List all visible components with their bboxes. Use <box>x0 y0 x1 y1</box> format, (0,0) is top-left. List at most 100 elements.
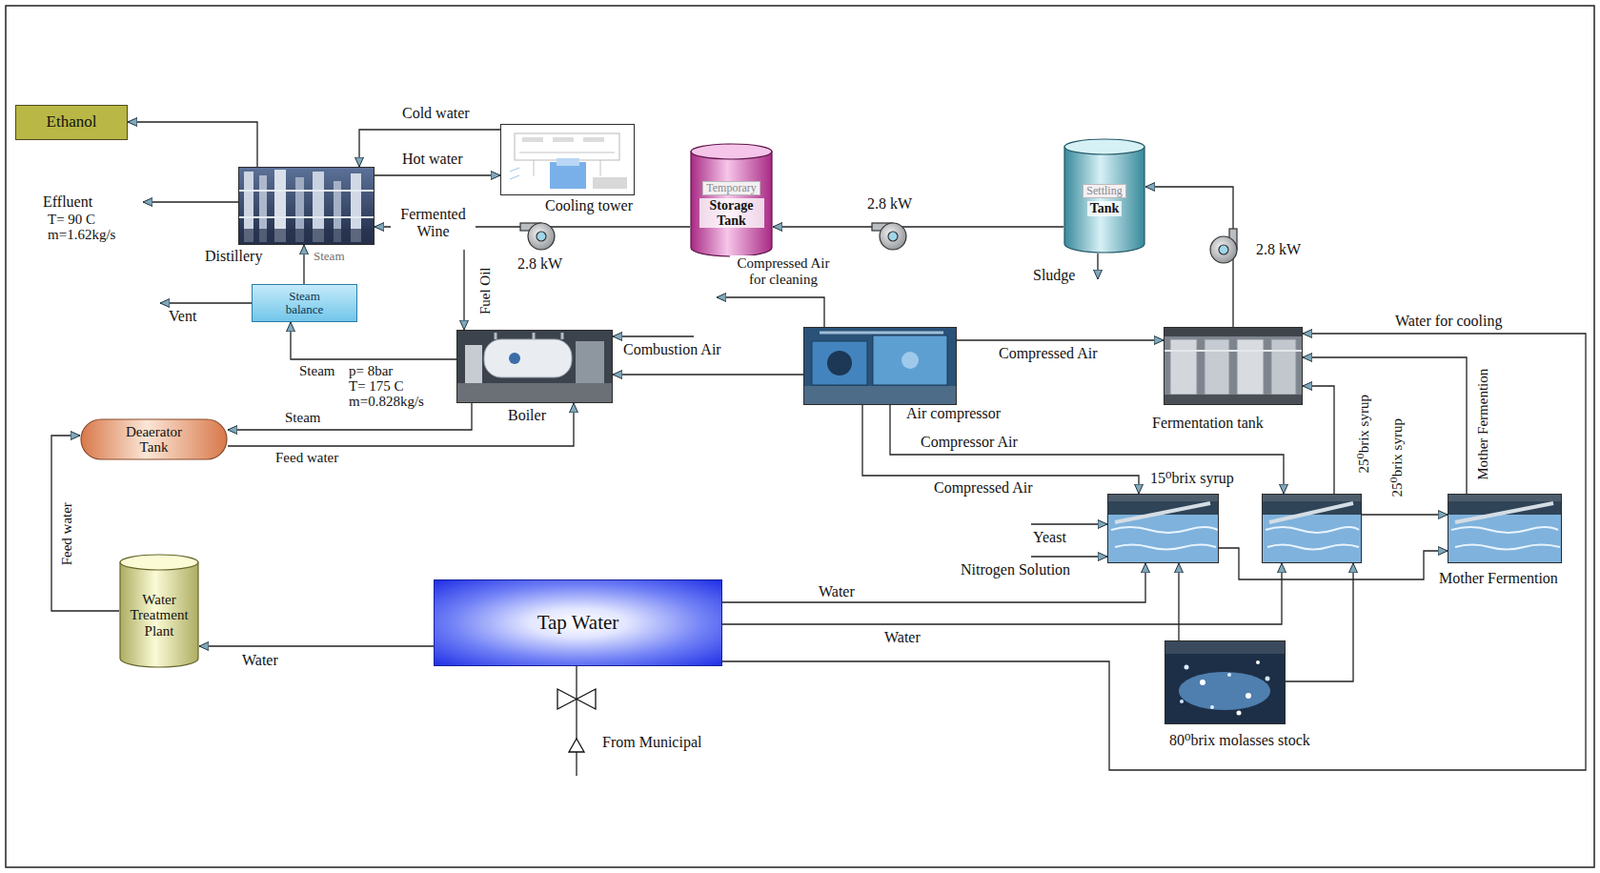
air-compressor-photo <box>803 385 957 406</box>
flow-line <box>1361 513 1448 515</box>
stream-arrows <box>716 297 825 327</box>
fermentation-tank-photo <box>1163 394 1303 406</box>
stream-arrows <box>142 202 1108 776</box>
fermentation-tank-photo <box>1163 326 1303 406</box>
equipment-photo-box <box>1261 493 1362 564</box>
flow-label: 25⁰brix syrup <box>1389 416 1406 499</box>
annotation: Vent <box>166 307 199 325</box>
tank-top <box>120 554 199 570</box>
cooling-tower-drawing <box>514 133 620 161</box>
flow-line <box>722 333 1586 770</box>
node-text-area: Water Treatment Plant <box>119 570 200 660</box>
valve-symbol <box>557 688 596 709</box>
equipment-photo-box: Distillery <box>238 166 375 245</box>
fermentation-tank-photo <box>1163 349 1303 352</box>
molasses-stock-photo <box>1178 671 1271 710</box>
molasses-stock-photo <box>1164 640 1286 725</box>
boiler-photo <box>456 329 613 404</box>
molasses-stock-photo <box>1199 679 1206 686</box>
capsule-body <box>81 419 227 460</box>
flow-label: Compressed Air <box>996 344 1100 363</box>
node-label: Deaerator Tank <box>116 424 193 456</box>
flow-label: Cold water <box>400 104 472 122</box>
equipment-photo-box: Cooling tower <box>500 123 635 196</box>
storage-tank: SettlingTank <box>1063 138 1146 254</box>
node-label: Water Treatment Plant <box>125 591 193 640</box>
equipment-label: Fermentation tank <box>1152 414 1264 432</box>
flow-line <box>127 121 258 167</box>
node-label: Tank <box>1087 201 1123 216</box>
mother-fermentation-photo <box>1455 503 1554 523</box>
node-text-area: Tap Water <box>434 580 722 666</box>
flow-line <box>1302 357 1467 494</box>
distillery-photo <box>238 190 375 218</box>
annotation: Sludge <box>1031 266 1077 284</box>
flow-line <box>1302 385 1335 494</box>
process-box: Ethanol <box>15 104 128 141</box>
node-label: Tap Water <box>537 611 620 634</box>
molasses-stock-photo <box>1164 640 1286 725</box>
boiler-photo <box>575 341 605 384</box>
equipment-label: Boiler <box>507 406 547 425</box>
page-frame <box>5 5 1595 868</box>
valve-symbol <box>557 688 596 752</box>
cooling-tower-drawing <box>583 137 605 142</box>
pump-symbol <box>1218 244 1229 255</box>
flow-line <box>290 322 457 360</box>
equipment-label: Mother Fermention <box>1438 569 1559 588</box>
stream-arrows <box>1096 253 1098 280</box>
annotation: 2.8 kW <box>865 195 914 213</box>
stream-arrows <box>160 302 252 304</box>
tank-body <box>120 562 199 668</box>
pump-symbol <box>871 222 907 250</box>
flow-label: Steam <box>311 249 347 264</box>
node-label: Ethanol <box>46 113 98 132</box>
stream-arrows <box>463 249 465 330</box>
molasses-stock-photo <box>1227 672 1232 677</box>
flow-line <box>722 563 1146 603</box>
cooling-tower-drawing <box>552 137 574 142</box>
stream-arrows <box>575 666 577 776</box>
pump-symbol <box>1210 228 1237 264</box>
node-label: Settling <box>1082 183 1126 199</box>
air-compressor-photo <box>901 351 919 369</box>
equipment-label: Cooling tower <box>545 197 633 215</box>
annotation: 2.8 kW <box>515 255 565 273</box>
pump-symbol <box>527 222 555 250</box>
water-supply-box: Tap Water <box>433 579 723 667</box>
distillery-photo <box>238 166 375 245</box>
cooling-tower-drawing <box>522 137 544 142</box>
equipment-photo-box: Mother Fermention <box>1447 493 1562 564</box>
tank-top <box>690 143 772 160</box>
air-compressor-photo <box>819 331 944 335</box>
node-text-area: TemporaryStorage Tank <box>689 160 773 249</box>
annotation: Yeast <box>1031 528 1069 547</box>
boiler-photo <box>484 339 572 378</box>
storage-tank: Water Treatment Plant <box>119 553 200 669</box>
syrup-tank-photo <box>1261 493 1362 564</box>
mother-fermentation-photo <box>1447 493 1562 502</box>
equipment-label: 80⁰brix molasses stock <box>1169 731 1311 750</box>
flow-label: Mother Fermention <box>1475 365 1492 482</box>
node-text-area: SettlingTank <box>1063 155 1146 245</box>
annotation: 2.8 kW <box>1254 241 1303 259</box>
node-label: Storage Tank <box>699 198 765 228</box>
distillery-photo <box>238 166 375 245</box>
equipment-label: 15⁰brix syrup <box>1150 469 1235 487</box>
air-compressor-photo <box>827 350 852 376</box>
flow-label: Steam <box>283 409 324 426</box>
flow-label: 25⁰brix syrup <box>1356 392 1373 475</box>
tank-body <box>1064 146 1145 253</box>
equipment-label: Air compressor <box>906 405 1001 423</box>
equipment-photo-box: 80⁰brix molasses stock <box>1164 640 1286 725</box>
equipment-photo-box: Fermentation tank <box>1163 326 1303 406</box>
cooling-tower-drawing <box>500 123 635 196</box>
molasses-stock-photo <box>1245 692 1252 699</box>
annotation: Compressed Air for cleaning <box>729 255 837 287</box>
annotation: m=1.62kg/s <box>45 226 118 244</box>
molasses-stock-photo <box>1265 676 1271 682</box>
annotation: From Municipal <box>600 733 704 751</box>
annotation: T= 90 C <box>45 211 98 228</box>
deaerator-tank: Deaerator Tank <box>80 418 228 461</box>
flow-line <box>1285 563 1354 682</box>
